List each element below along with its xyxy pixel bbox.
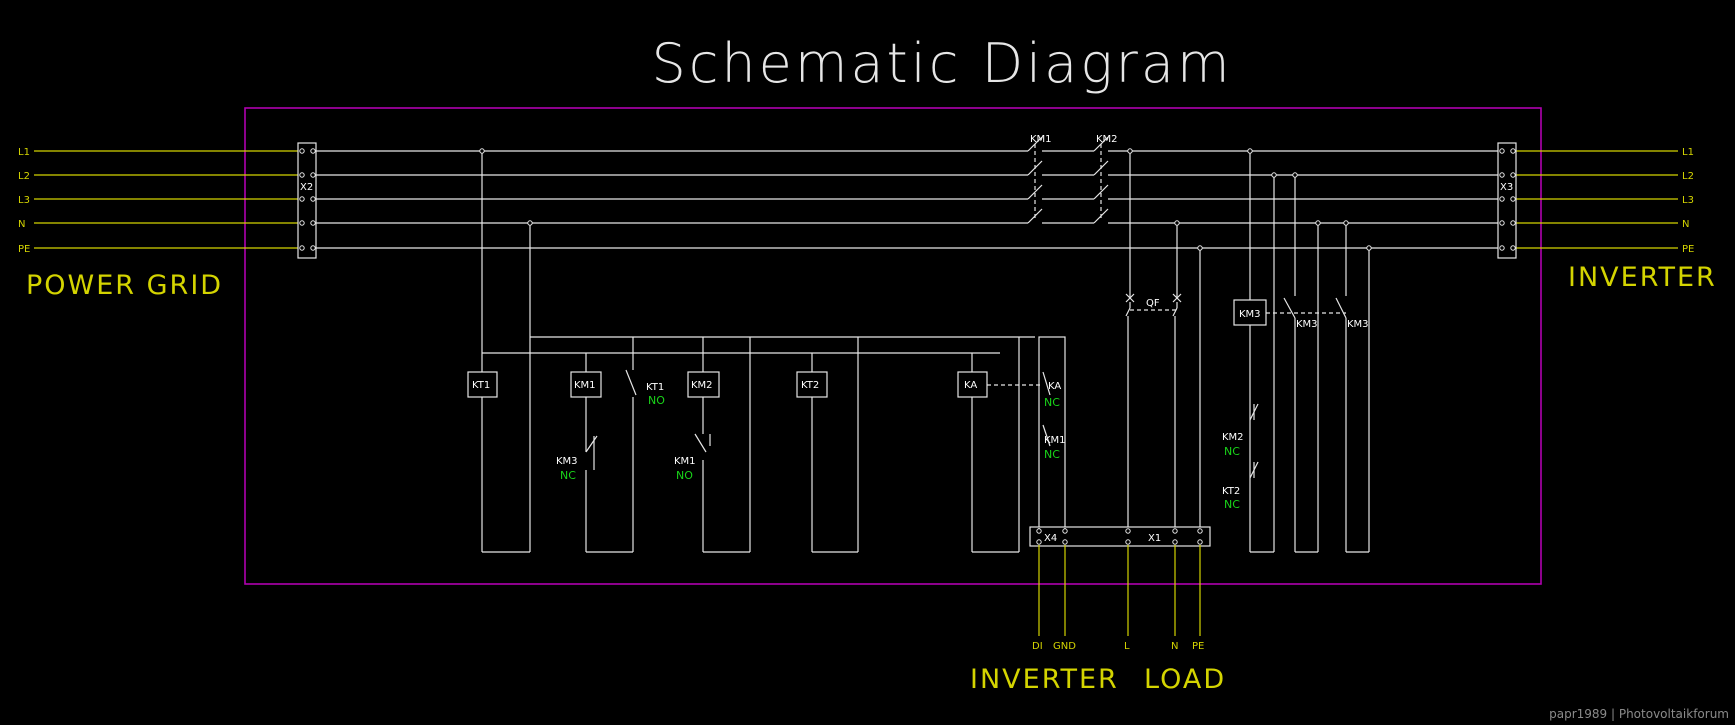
label-km1-main: KM1 xyxy=(1030,134,1052,145)
label-l3-left: L3 xyxy=(18,195,30,206)
state-ka-nc: NC xyxy=(1044,396,1060,409)
label-km2-km3-branch: KM2 xyxy=(1222,432,1244,443)
label-km3-contact-1: KM3 xyxy=(1296,319,1318,330)
label-di-bottom: DI xyxy=(1032,641,1043,652)
state-km1-nc: NC xyxy=(1044,448,1060,461)
label-kt1-coil: KT1 xyxy=(472,380,490,391)
label-km3-nc-contact: KM3 xyxy=(556,456,578,467)
label-l2-left: L2 xyxy=(18,171,30,182)
load-label-bottom: LOAD xyxy=(1144,664,1226,695)
di-loop xyxy=(1038,336,1066,529)
label-l2-right: L2 xyxy=(1682,171,1694,182)
terminal-strip-screws xyxy=(1036,528,1203,545)
label-n-bottom: N xyxy=(1171,641,1178,652)
terminal-strip-x4-x1 xyxy=(1029,526,1211,547)
label-kt1-contact: KT1 xyxy=(646,382,664,393)
terminal-x3 xyxy=(1497,142,1517,259)
inverter-outgoing-lines xyxy=(1513,150,1678,249)
label-l1-left: L1 xyxy=(18,147,30,158)
label-km2-coil: KM2 xyxy=(691,380,713,391)
inverter-label-right: INVERTER xyxy=(1568,262,1717,293)
label-km3-coil: KM3 xyxy=(1239,309,1261,320)
label-l-bottom: L xyxy=(1124,641,1130,652)
label-pe-left: PE xyxy=(18,244,30,255)
km1-main-contacts xyxy=(1027,136,1043,224)
label-kt2-coil: KT2 xyxy=(801,380,819,391)
grid-incoming-lines xyxy=(34,150,298,249)
label-n-right: N xyxy=(1682,219,1689,230)
label-kt2-km3-branch: KT2 xyxy=(1222,486,1240,497)
coil-kt2 xyxy=(796,371,828,398)
state-kt2-nc: NC xyxy=(1224,498,1240,511)
label-x4: X4 xyxy=(1044,533,1057,544)
control-supply-wiring xyxy=(479,148,1035,552)
label-pe-right: PE xyxy=(1682,244,1694,255)
label-l1-right: L1 xyxy=(1682,147,1694,158)
label-km1-coil: KM1 xyxy=(574,380,596,391)
main-busbars xyxy=(313,150,1498,249)
page-title: Schematic Diagram xyxy=(651,32,1232,95)
state-km1-no: NO xyxy=(676,469,693,482)
label-n-left: N xyxy=(18,219,25,230)
coil-km1 xyxy=(570,371,602,398)
label-x3: X3 xyxy=(1500,182,1513,193)
state-kt1-no: NO xyxy=(648,394,665,407)
label-km1-no-contact: KM1 xyxy=(674,456,696,467)
label-ka-coil: KA xyxy=(964,380,977,391)
label-x1: X1 xyxy=(1148,533,1161,544)
state-km2-nc: NC xyxy=(1224,445,1240,458)
label-gnd-bottom: GND xyxy=(1053,641,1076,652)
inverter-label-bottom: INVERTER xyxy=(970,664,1119,695)
state-km3-nc: NC xyxy=(560,469,576,482)
label-x2: X2 xyxy=(300,182,313,193)
watermark: papr1989 | Photovoltaikforum xyxy=(1549,707,1729,721)
label-qf: QF xyxy=(1146,298,1160,309)
enclosure-frame xyxy=(244,107,1542,585)
label-km3-contact-2: KM3 xyxy=(1347,319,1369,330)
label-pe-bottom: PE xyxy=(1192,641,1204,652)
label-km2-main: KM2 xyxy=(1096,134,1118,145)
terminal-x3-screws xyxy=(1499,148,1516,251)
power-grid-label: POWER GRID xyxy=(26,270,223,301)
km2-main-contacts xyxy=(1093,136,1109,224)
label-l3-right: L3 xyxy=(1682,195,1694,206)
terminal-x2 xyxy=(297,142,317,259)
bottom-outgoing-lines xyxy=(1038,545,1201,636)
label-km1-di-contact: KM1 xyxy=(1044,435,1066,446)
label-ka-contact: KA xyxy=(1048,381,1061,392)
terminal-x2-screws xyxy=(299,148,316,251)
